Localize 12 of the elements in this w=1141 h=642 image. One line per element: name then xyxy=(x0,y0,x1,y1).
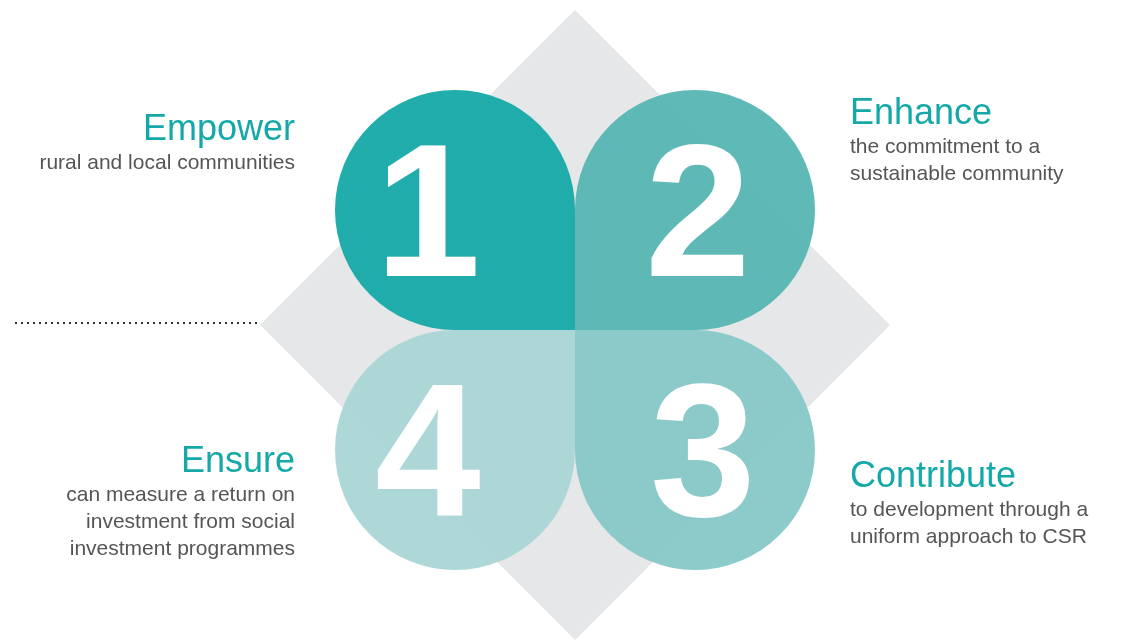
description: rural and local communities xyxy=(38,148,295,175)
heading: Ensure xyxy=(179,440,295,480)
description: can measure a return on investment from social investment programmes xyxy=(65,480,295,562)
step-number: 4 xyxy=(375,355,481,545)
description: to development through a uniform approach to CSR xyxy=(850,495,1090,549)
heading: Enhance xyxy=(850,92,994,132)
step-number: 2 xyxy=(645,115,751,305)
description: the commitment to a sustainable community xyxy=(850,132,1065,186)
heading: Empower xyxy=(141,108,295,148)
step-number: 3 xyxy=(650,355,756,545)
step-number: 1 xyxy=(375,115,481,305)
heading: Contribute xyxy=(850,455,1018,495)
